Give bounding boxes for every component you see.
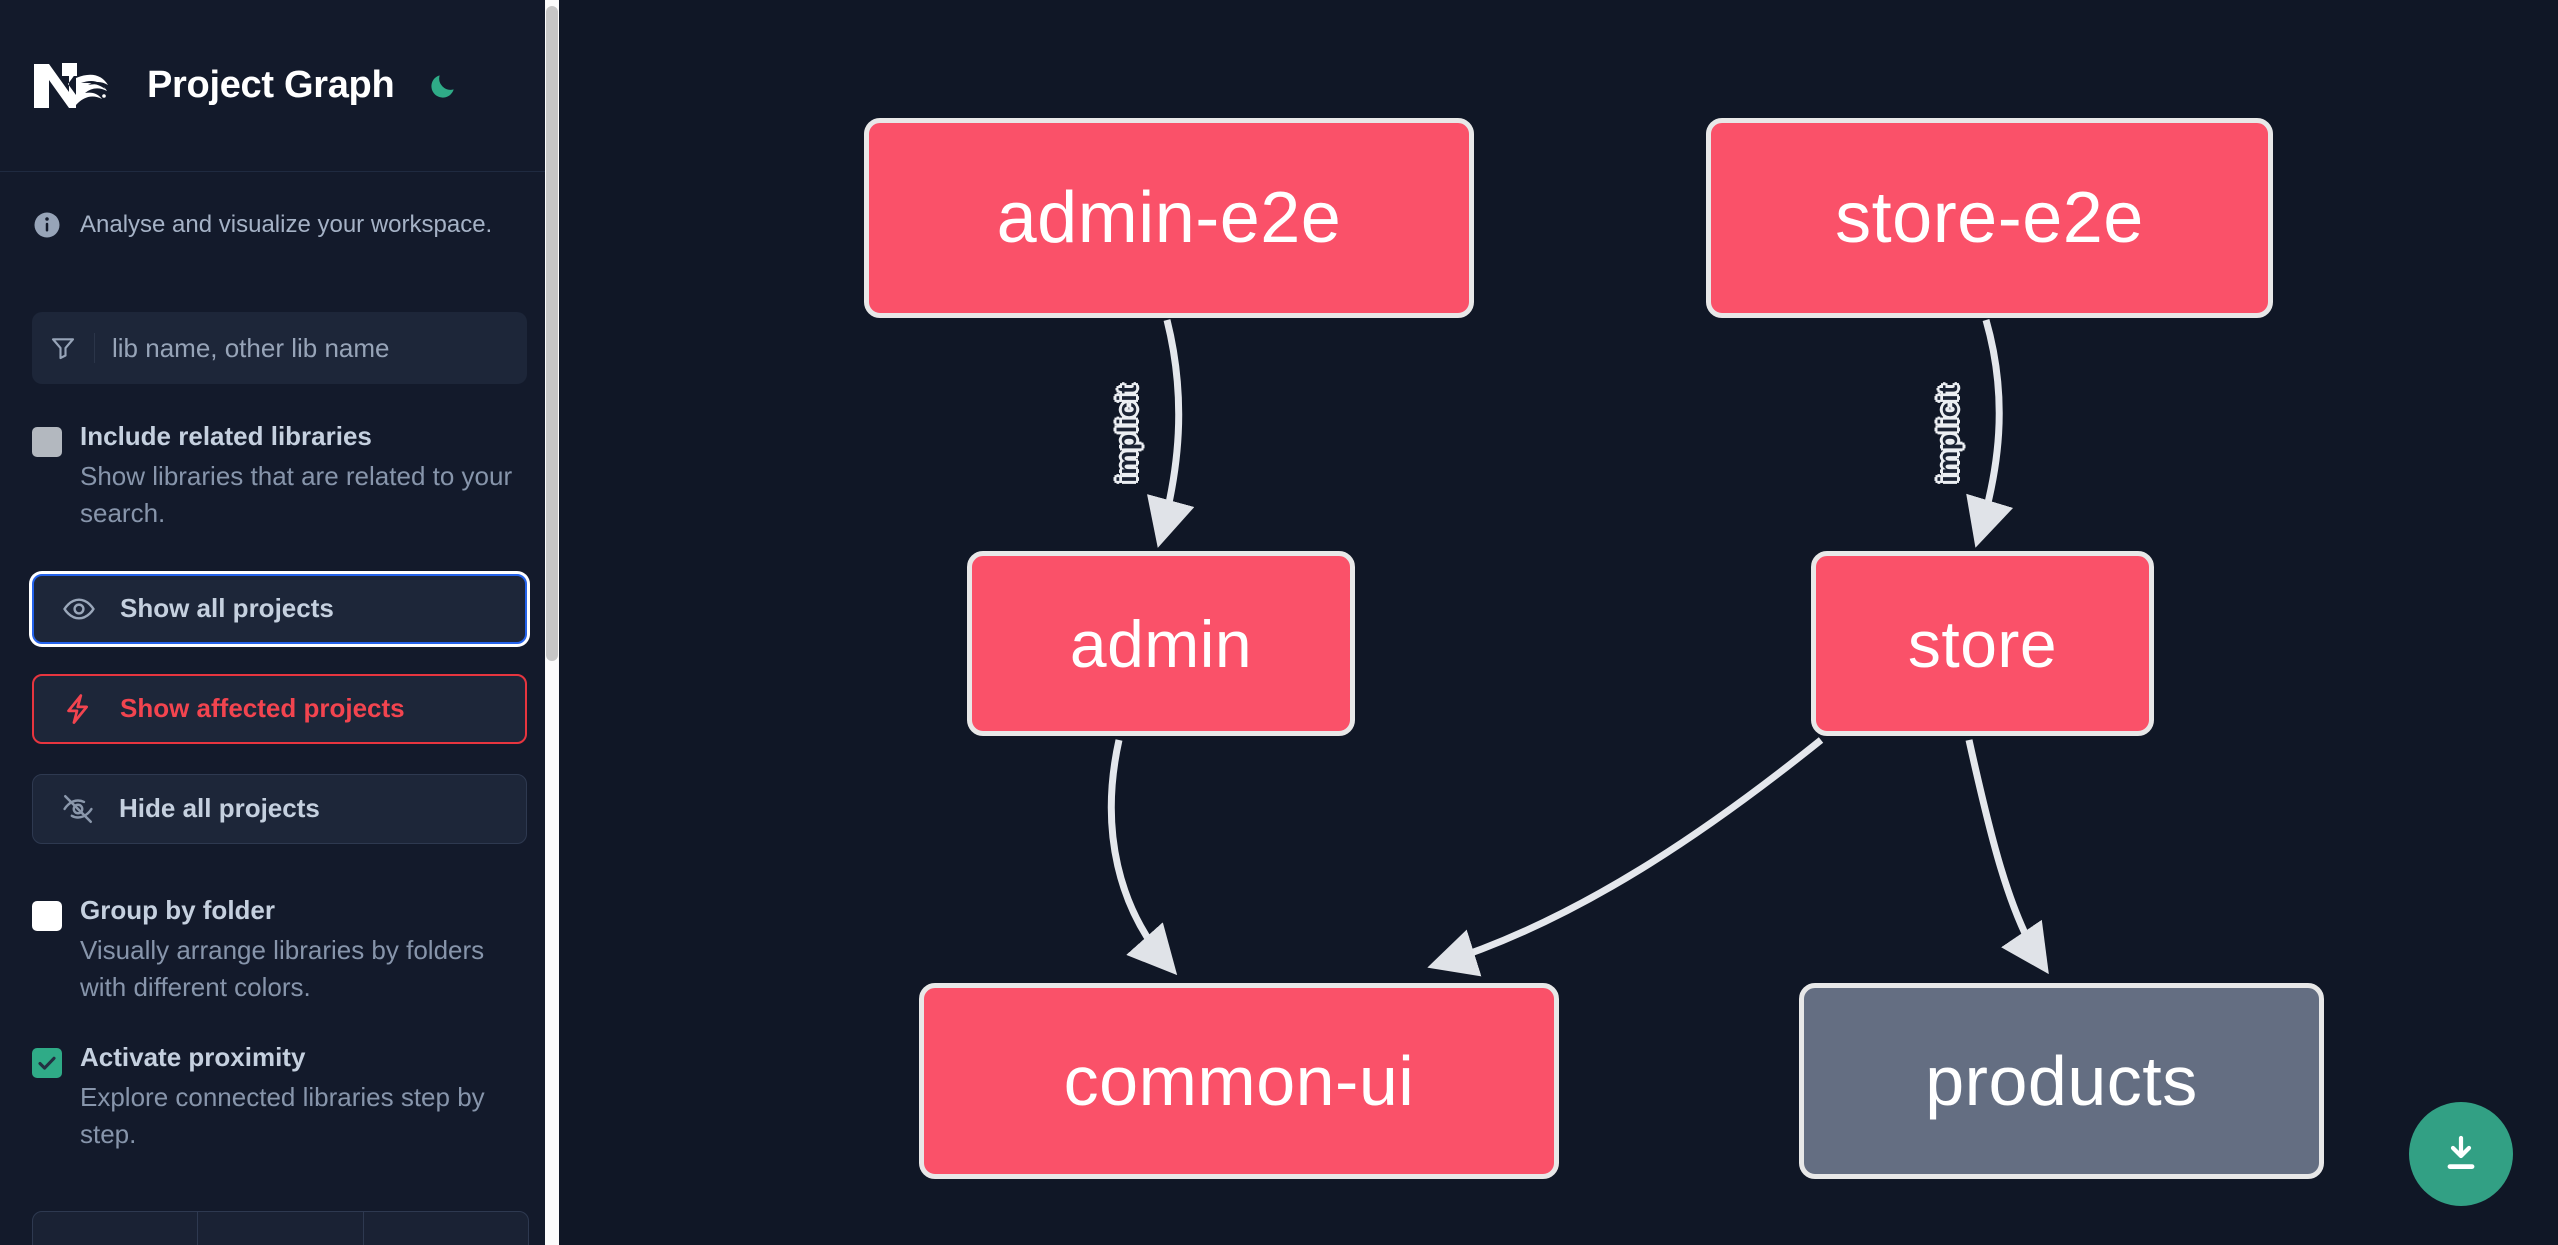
option-label: Activate proximity [80, 1042, 306, 1073]
graph-node-products[interactable]: products [1799, 983, 2324, 1179]
page-title: Project Graph [147, 64, 395, 106]
bottom-toolbar-segment-3[interactable] [364, 1212, 528, 1245]
edge-store-to-common-ui [1427, 737, 1824, 977]
graph-node-common-ui[interactable]: common-ui [919, 983, 1559, 1179]
hide-all-projects-button[interactable]: Hide all projects [32, 773, 527, 844]
info-circle-icon [32, 210, 62, 240]
option-description: Explore connected libraries step by step… [80, 1082, 485, 1150]
download-icon [2447, 1135, 2475, 1169]
graph-node-admin[interactable]: admin [967, 551, 1355, 736]
graph-node-store[interactable]: store [1811, 551, 2154, 736]
show-affected-projects-label: Show affected projects [120, 693, 405, 724]
graph-node-label: store [1907, 606, 2058, 681]
graph-node-store-e2e[interactable]: store-e2e [1706, 118, 2273, 318]
nx-logo-icon [32, 58, 122, 114]
option-label: Group by folder [80, 894, 275, 925]
bottom-toolbar-segment-2[interactable] [198, 1212, 364, 1245]
sidebar-header: Project Graph [0, 0, 559, 172]
workspace-info-text: Analyse and visualize your workspace. [80, 211, 493, 238]
sidebar-body: Analyse and visualize your workspace. In… [0, 172, 559, 1153]
bottom-toolbar[interactable] [32, 1211, 529, 1245]
option-description: Visually arrange libraries by folders wi… [80, 934, 485, 1002]
option-include-related-libraries[interactable]: Include related libraries Show libraries… [32, 421, 527, 532]
graph-node-label: common-ui [1063, 1042, 1415, 1120]
checkbox-group-by-folder[interactable] [32, 900, 62, 931]
edge-store-e2e-to-store [1966, 319, 2014, 548]
sidebar: Project Graph Analyse and visualize your… [0, 0, 559, 1245]
edge-admin-to-common-ui [1107, 739, 1178, 976]
edge-store-to-products [1965, 739, 2049, 975]
eye-off-icon [61, 792, 95, 826]
edge-label-admin-e2e-to-admin: implicit [1111, 384, 1142, 483]
download-button[interactable] [2409, 1102, 2513, 1206]
bottom-toolbar-segment-1[interactable] [33, 1212, 199, 1245]
checkbox-include-related-libraries[interactable] [32, 427, 62, 457]
graph-edges [1107, 319, 2049, 977]
sidebar-scrollbar-thumb[interactable] [546, 6, 558, 661]
graph-node-label: admin-e2e [996, 178, 1342, 258]
eye-icon [62, 592, 96, 626]
lightning-bolt-icon [62, 692, 96, 726]
sidebar-scrollbar-track[interactable] [545, 0, 559, 1245]
funnel-filter-icon [32, 333, 95, 363]
checkbox-activate-proximity[interactable] [32, 1048, 62, 1079]
graph-node-label: products [1925, 1042, 2198, 1120]
workspace-info: Analyse and visualize your workspace. [32, 172, 527, 250]
graph-node-label: admin [1069, 606, 1253, 681]
graph-canvas[interactable]: admin-e2e store-e2e admin store common-u… [559, 0, 2558, 1245]
filter-box[interactable] [32, 312, 527, 384]
show-all-projects-label: Show all projects [120, 593, 334, 624]
option-label: Include related libraries [80, 421, 372, 451]
search-input[interactable] [95, 331, 527, 365]
edge-admin-e2e-to-admin [1147, 319, 1195, 548]
option-activate-proximity[interactable]: Activate proximity Explore connected lib… [32, 1042, 527, 1153]
graph-node-label: store-e2e [1835, 178, 2144, 258]
moon-icon[interactable] [422, 65, 464, 107]
hide-all-projects-label: Hide all projects [119, 793, 320, 824]
show-affected-projects-button[interactable]: Show affected projects [32, 673, 527, 744]
option-group-by-folder[interactable]: Group by folder Visually arrange librari… [32, 894, 527, 1006]
show-all-projects-button[interactable]: Show all projects [32, 573, 527, 644]
option-description: Show libraries that are related to your … [80, 460, 513, 528]
graph-node-admin-e2e[interactable]: admin-e2e [864, 118, 1474, 318]
edge-label-store-e2e-to-store: implicit [1932, 384, 1963, 483]
